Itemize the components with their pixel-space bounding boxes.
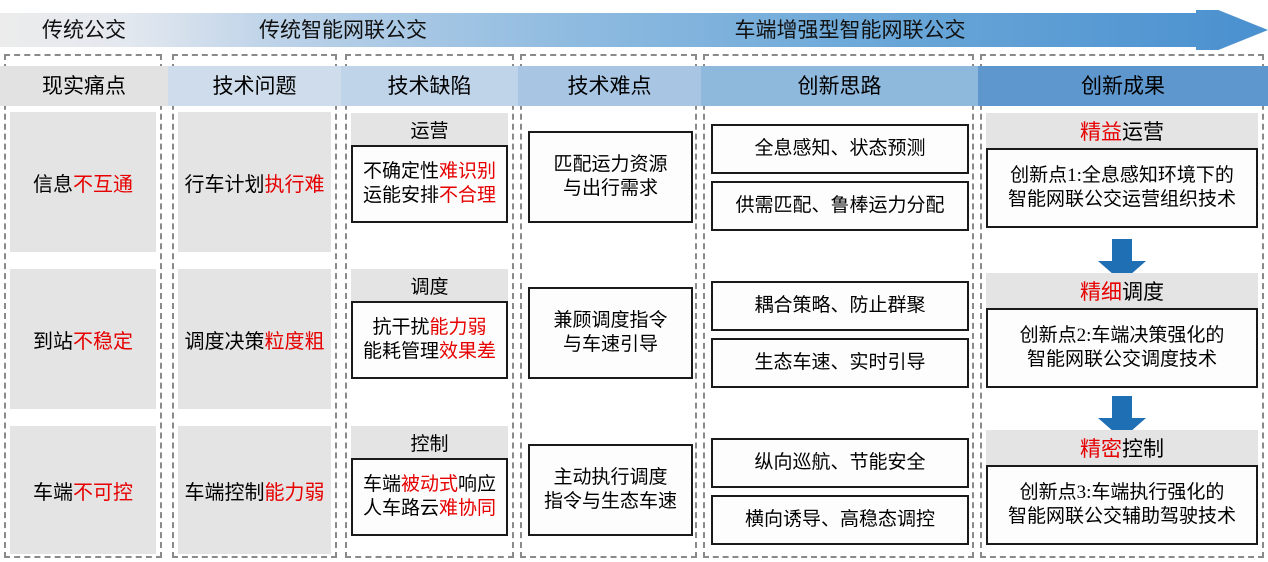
defect-l2-black: 人车路云	[362, 498, 439, 519]
difficulty-line-1: 主动执行调度	[553, 466, 668, 488]
defect-l2-black: 能耗管理	[362, 341, 439, 362]
result-title-black: 调度	[1122, 279, 1164, 304]
defect-l1-black: 不确定性	[362, 160, 439, 182]
defect-title-row-2: 调度	[351, 269, 508, 301]
defect-l1-red: 难识别	[439, 160, 497, 182]
defect-l2-red: 不合理	[439, 185, 497, 206]
result-box-row-3: 创新点3:车端执行强化的 智能网联公交辅助驾驶技术	[986, 465, 1258, 545]
difficulty-box-row-3: 主动执行调度 指令与生态车速	[528, 444, 693, 536]
result-line-2: 智能网联公交辅助驾驶技术	[1007, 506, 1236, 527]
pain-text-red: 不可控	[73, 481, 133, 504]
column-frame-ideas	[703, 54, 974, 558]
pain-text-black: 信息	[33, 173, 73, 196]
pain-text-black: 车端	[33, 481, 73, 504]
result-title-red: 精益	[1080, 119, 1122, 144]
problem-text-black: 调度决策	[184, 330, 265, 353]
result-title-black: 运营	[1122, 119, 1164, 144]
result-down-arrow-1	[1097, 239, 1147, 288]
row-band-3-pain	[10, 426, 156, 554]
column-header-difficulty: 技术难点	[518, 66, 701, 106]
pain-text-red: 不互通	[73, 173, 133, 196]
result-title-row-2: 精细调度	[986, 273, 1258, 308]
difficulty-box-row-2: 兼顾调度指令 与车速引导	[528, 287, 693, 379]
idea-box-row-2-a: 耦合策略、防止群聚	[711, 281, 969, 331]
result-title-row-1: 精益运营	[986, 113, 1258, 148]
pain-point-row-1: 信息不互通	[10, 112, 156, 252]
idea-box-row-1-a: 全息感知、状态预测	[711, 124, 969, 174]
defect-title-row-3: 控制	[351, 426, 508, 458]
row-band-1-problem	[178, 112, 331, 252]
difficulty-line-2: 与出行需求	[562, 178, 658, 199]
result-box-row-1: 创新点1:全息感知环境下的 智能网联公交运营组织技术	[986, 148, 1258, 228]
result-line-1: 创新点1:全息感知环境下的	[1010, 164, 1234, 186]
idea-box-row-3-a: 纵向巡航、节能安全	[711, 438, 969, 488]
row-band-2-problem	[178, 269, 331, 409]
column-frame-problem	[172, 54, 337, 558]
tech-problem-row-3: 车端控制能力弱	[178, 426, 331, 554]
column-header-defect: 技术缺陷	[341, 66, 518, 106]
idea-box-row-1-b: 供需匹配、鲁棒运力分配	[711, 181, 969, 231]
pain-point-row-3: 车端不可控	[10, 426, 156, 554]
difficulty-line-2: 与车速引导	[562, 334, 658, 355]
problem-text-red: 粒度粗	[264, 330, 325, 353]
column-header-problem: 技术问题	[168, 66, 341, 106]
phase-label-traditional: 传统公交	[42, 18, 126, 42]
difficulty-box-row-1: 匹配运力资源 与出行需求	[528, 131, 693, 223]
column-frame-defect	[345, 54, 514, 558]
column-header-ideas: 创新思路	[701, 66, 978, 106]
result-line-1: 创新点3:车端执行强化的	[1019, 481, 1225, 503]
defect-box-row-1: 不确定性难识别 运能安排不合理	[351, 145, 508, 223]
result-title-red: 精密	[1080, 436, 1122, 461]
problem-text-black: 车端控制	[184, 481, 265, 504]
problem-text-red: 能力弱	[264, 481, 325, 504]
row-band-3-problem	[178, 426, 331, 554]
column-header-results: 创新成果	[978, 66, 1268, 106]
tech-problem-row-2: 调度决策粒度粗	[178, 269, 331, 409]
difficulty-line-1: 匹配运力资源	[553, 153, 668, 175]
problem-text-red: 执行难	[264, 173, 325, 196]
phase-label-connected: 传统智能网联公交	[259, 18, 427, 42]
result-title-red: 精细	[1080, 279, 1122, 304]
pain-point-row-2: 到站不稳定	[10, 269, 156, 409]
defect-l1-red: 被动式	[400, 473, 458, 495]
pain-text-red: 不稳定	[73, 330, 133, 353]
row-band-1-pain	[10, 112, 156, 252]
defect-l2-black: 运能安排	[362, 185, 439, 206]
defect-l2-red: 难协同	[439, 498, 497, 519]
column-frame-results	[980, 54, 1264, 558]
result-box-row-2: 创新点2:车端决策强化的 智能网联公交调度技术	[986, 308, 1258, 388]
problem-text-black: 行车计划	[184, 173, 265, 196]
defect-box-row-3: 车端被动式响应 人车路云难协同	[351, 458, 508, 536]
phase-progress-arrow	[0, 10, 1268, 50]
defect-l1-black: 抗干扰	[372, 316, 430, 338]
column-header-pain: 现实痛点	[0, 66, 168, 106]
result-title-row-3: 精密控制	[986, 430, 1258, 465]
result-line-1: 创新点2:车端决策强化的	[1019, 324, 1225, 346]
defect-l2-red: 效果差	[439, 341, 497, 362]
idea-box-row-3-b: 横向诱导、高稳态调控	[711, 495, 969, 545]
result-line-2: 智能网联公交运营组织技术	[1007, 189, 1236, 210]
defect-title-row-1: 运营	[351, 113, 508, 145]
result-line-2: 智能网联公交调度技术	[1026, 349, 1217, 370]
phase-label-vehicle-enhanced: 车端增强型智能网联公交	[734, 18, 966, 42]
column-frame-difficulty	[520, 54, 697, 558]
column-frame-pain	[4, 54, 162, 558]
defect-box-row-2: 抗干扰能力弱 能耗管理效果差	[351, 301, 508, 379]
idea-box-row-2-b: 生态车速、实时引导	[711, 338, 969, 388]
difficulty-line-2: 指令与生态车速	[543, 491, 677, 512]
difficulty-line-1: 兼顾调度指令	[553, 309, 668, 331]
defect-l1-red: 能力弱	[429, 316, 487, 338]
result-title-black: 控制	[1122, 436, 1164, 461]
result-down-arrow-2	[1097, 396, 1147, 445]
defect-l1-black-pre: 车端	[362, 473, 401, 495]
defect-l1-black-post: 响应	[458, 473, 497, 495]
tech-problem-row-1: 行车计划执行难	[178, 112, 331, 252]
pain-text-black: 到站	[33, 330, 73, 353]
row-band-2-pain	[10, 269, 156, 409]
